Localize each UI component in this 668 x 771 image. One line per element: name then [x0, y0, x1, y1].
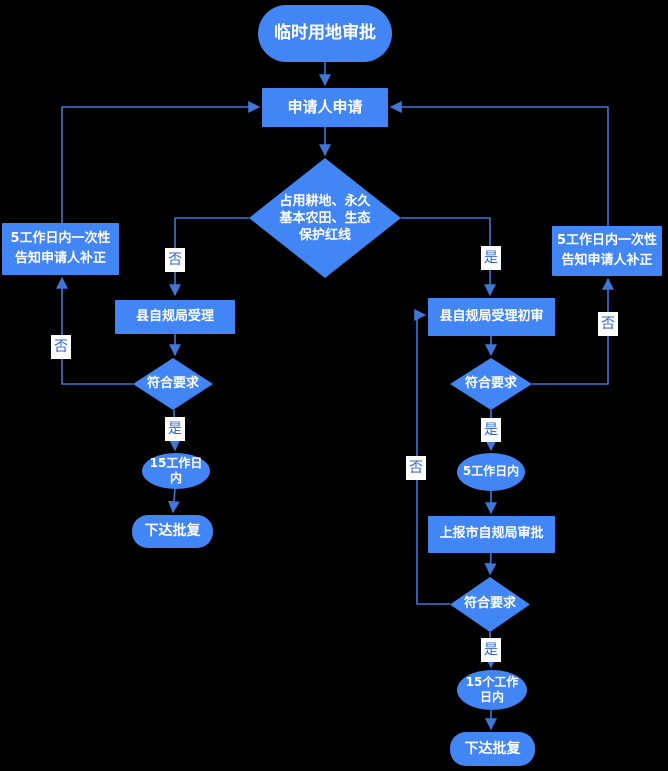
- days-left-line1: 15工作日: [149, 456, 203, 470]
- node-report-city: 上报市自规局审批: [428, 516, 555, 553]
- node-approve-right: 下达批复: [450, 732, 535, 766]
- days-left-line2: 内: [169, 471, 182, 485]
- node-days-right-2: 15个工作 日内: [457, 670, 527, 710]
- notify-right-line2: 告知申请人补正: [561, 253, 653, 268]
- approve-left-label: 下达批复: [144, 523, 201, 540]
- node-notify-right: 5工作日内一次性 告知申请人补正: [552, 226, 662, 276]
- report-city-label: 上报市自规局审批: [439, 526, 544, 542]
- accept-right-label: 县自规局受理初审: [439, 308, 544, 324]
- approve-right-label: 下达批复: [464, 740, 521, 757]
- edge-label-yes-right-2: 是: [481, 638, 501, 662]
- decision-redline-line3: 保护红线: [298, 227, 351, 243]
- decision-redline-line2: 基本农田、生态: [279, 210, 371, 226]
- connector-report-to-check-right-2: [484, 552, 497, 576]
- node-accept-right: 县自规局受理初审: [428, 298, 555, 336]
- edge-label-no-right-loop: 否: [406, 456, 426, 480]
- node-accept-left: 县自规局受理: [115, 300, 235, 334]
- connector-decision-no-to-accept-left: [169, 217, 249, 297]
- node-start-terminator: 临时用地审批: [258, 5, 392, 62]
- check-right-1-label: 符合要求: [464, 375, 517, 391]
- check-right-2-label: 符合要求: [463, 596, 516, 612]
- edge-label-no-to-accept-left: 否: [165, 248, 185, 272]
- edge-label-yes-left: 是: [165, 417, 185, 441]
- days-right-2-line2: 日内: [479, 690, 504, 704]
- connector-decision-yes-to-accept-right: [401, 217, 496, 297]
- connector-notify-right-to-apply: [389, 101, 609, 226]
- notify-left-line2: 告知申请人补正: [14, 251, 106, 266]
- node-days-left: 15工作日 内: [142, 453, 210, 489]
- notify-left-line1: 5工作日内一次性: [10, 231, 111, 246]
- notify-right-line1: 5工作日内一次性: [556, 233, 658, 248]
- edge-label-yes-right-1: 是: [481, 418, 501, 442]
- connector-notify-left-to-apply: [61, 101, 261, 223]
- check-left-label: 符合要求: [146, 375, 199, 391]
- days-right-1-label: 5工作日内: [462, 464, 520, 479]
- edge-label-no-right-notify: 否: [598, 312, 618, 336]
- node-approve-left: 下达批复: [132, 515, 213, 548]
- accept-left-label: 县自规局受理: [135, 308, 214, 324]
- edge-label-no-left-loop: 否: [51, 335, 71, 359]
- connector-check-left-no-to-notify-left: [56, 276, 133, 385]
- decision-redline-line1: 占用耕地、永久: [279, 193, 371, 209]
- node-applicant-apply: 申请人申请: [262, 88, 388, 127]
- edge-label-yes-to-accept-right: 是: [481, 246, 501, 270]
- node-days-right-1: 5工作日内: [457, 453, 525, 491]
- node-applicant-apply-label: 申请人申请: [287, 97, 363, 116]
- days-right-2-line1: 15个工作: [465, 675, 519, 689]
- node-start-label: 临时用地审批: [274, 23, 376, 44]
- node-notify-left: 5工作日内一次性 告知申请人补正: [2, 223, 119, 275]
- connector-days-left-to-approve-left: [167, 488, 180, 514]
